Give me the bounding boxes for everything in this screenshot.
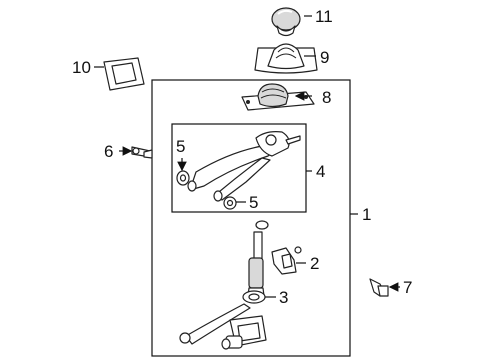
- shift-rod-part: [247, 231, 265, 297]
- boot-part: [254, 43, 318, 74]
- callout-6: 6: [104, 142, 113, 161]
- callout-1: 1: [362, 205, 371, 224]
- callout-10: 10: [72, 58, 91, 77]
- washer-part: [255, 220, 269, 230]
- bushing-lower: [223, 196, 237, 210]
- callout-5-lower: 5: [249, 193, 258, 212]
- bezel-part: [103, 57, 145, 91]
- lower-linkage-part: [179, 303, 267, 350]
- callout-9: 9: [320, 48, 329, 67]
- callout-2: 2: [310, 254, 319, 273]
- clip-part: [131, 146, 153, 159]
- assembly-frame: [151, 79, 351, 357]
- base-bushing-part: [242, 290, 266, 304]
- knob-part: [271, 7, 301, 37]
- callout-5-upper: 5: [176, 137, 185, 156]
- subassembly-frame: [171, 123, 307, 213]
- callout-4: 4: [316, 162, 325, 181]
- callout-8: 8: [322, 88, 331, 107]
- callout-7: 7: [403, 278, 412, 297]
- callout-11: 11: [315, 7, 333, 26]
- bolt-part: [369, 278, 389, 297]
- callout-3: 3: [279, 288, 288, 307]
- bracket-part: [271, 246, 302, 275]
- boot-base-part: [241, 83, 315, 111]
- fork-part: [187, 131, 301, 202]
- bushing-upper: [176, 170, 190, 186]
